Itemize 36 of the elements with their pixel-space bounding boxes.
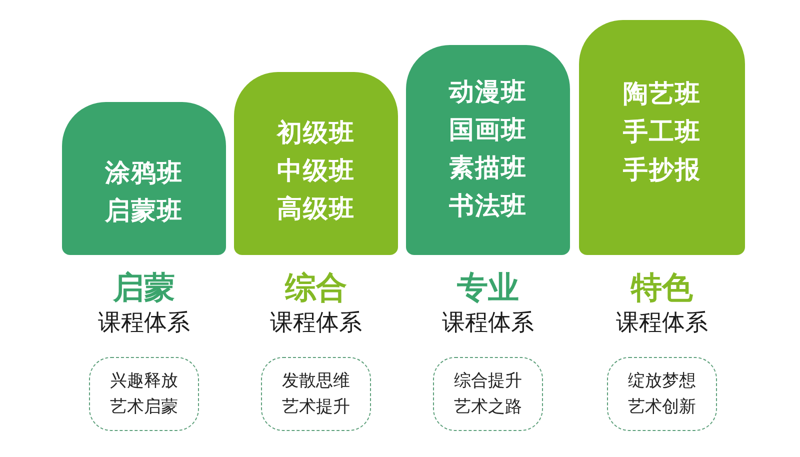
tag-text: 发散思维 bbox=[282, 370, 350, 393]
tag-text: 绽放梦想 bbox=[628, 370, 696, 393]
dashed-tag-box bbox=[261, 357, 371, 431]
course-card bbox=[62, 102, 226, 255]
category-subtitle: 课程体系 bbox=[98, 309, 190, 338]
category-subtitle: 课程体系 bbox=[616, 309, 708, 338]
class-name: 高级班 bbox=[277, 193, 355, 225]
class-name: 动漫班 bbox=[449, 76, 527, 108]
course-card bbox=[406, 45, 570, 255]
dashed-tag-box bbox=[607, 357, 717, 431]
class-name: 涂鸦班 bbox=[105, 157, 183, 189]
class-name: 素描班 bbox=[449, 152, 527, 184]
course-card bbox=[579, 20, 745, 255]
category-heading: 特色 bbox=[631, 269, 693, 308]
class-name: 手抄报 bbox=[623, 154, 701, 186]
dashed-tag-box bbox=[89, 357, 199, 431]
tag-text: 综合提升 bbox=[454, 370, 522, 393]
category-heading: 专业 bbox=[457, 269, 519, 308]
tag-text: 兴趣释放 bbox=[110, 370, 178, 393]
class-name: 陶艺班 bbox=[623, 78, 701, 110]
tag-text: 艺术提升 bbox=[282, 396, 350, 419]
dashed-tag-box bbox=[433, 357, 543, 431]
category-heading: 启蒙 bbox=[113, 269, 175, 308]
tag-text: 艺术之路 bbox=[454, 396, 522, 419]
category-heading: 综合 bbox=[285, 269, 347, 308]
class-name: 手工班 bbox=[623, 116, 701, 148]
class-name: 国画班 bbox=[449, 114, 527, 146]
tag-text: 艺术创新 bbox=[628, 396, 696, 419]
class-name: 启蒙班 bbox=[105, 195, 183, 227]
tag-text: 艺术启蒙 bbox=[110, 396, 178, 419]
class-name: 书法班 bbox=[449, 190, 527, 222]
class-name: 初级班 bbox=[277, 117, 355, 149]
class-name: 中级班 bbox=[277, 155, 355, 187]
category-subtitle: 课程体系 bbox=[442, 309, 534, 338]
course-card bbox=[234, 72, 398, 255]
category-subtitle: 课程体系 bbox=[270, 309, 362, 338]
